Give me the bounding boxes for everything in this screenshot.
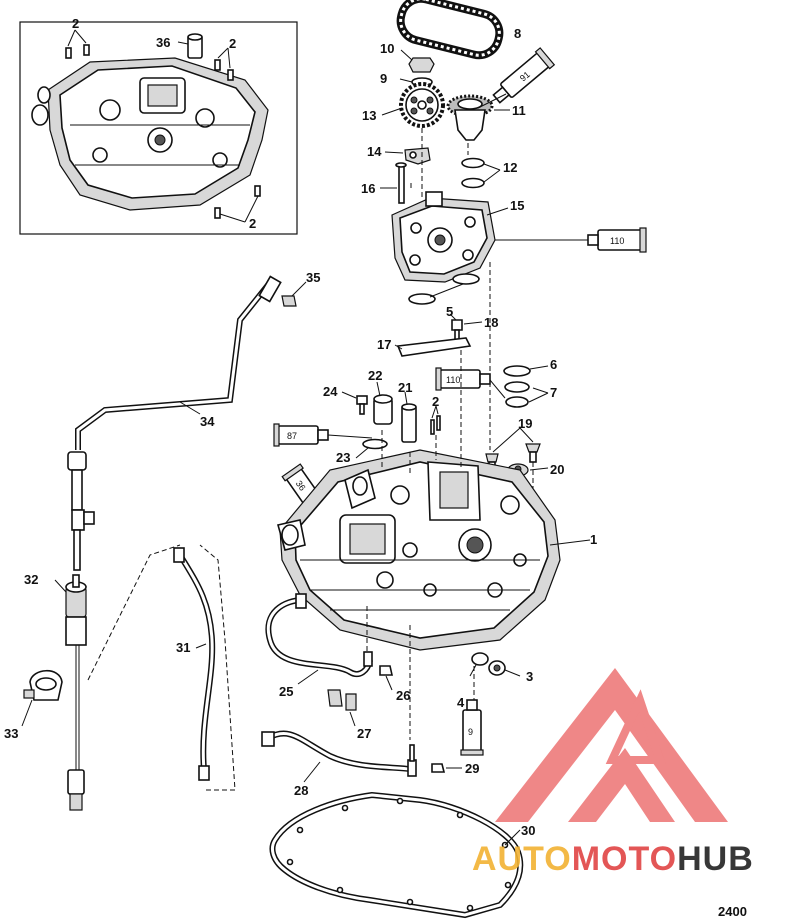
callout-2-inset-right: 2: [229, 36, 236, 51]
hoses: [87, 544, 462, 791]
seals-and-tube-110: 110: [435, 365, 549, 408]
main-housing: [277, 262, 591, 740]
gear: [446, 94, 510, 141]
callout-25: 25: [279, 684, 293, 699]
callout-15: 15: [510, 198, 524, 213]
svg-text:AUTOMOTOHUB: AUTOMOTOHUB: [472, 840, 754, 878]
callout-33: 33: [4, 726, 18, 741]
callout-7: 7: [550, 385, 557, 400]
callout-22: 22: [368, 368, 382, 383]
callout-24: 24: [323, 384, 338, 399]
callout-35: 35: [306, 270, 320, 285]
tube-91-label: 91: [518, 69, 532, 83]
callout-29: 29: [465, 761, 479, 776]
watermark-moto: MOTO: [572, 840, 677, 878]
callout-23: 23: [336, 450, 350, 465]
callout-19: 19: [518, 416, 532, 431]
watermark-logo-mark: [495, 668, 728, 822]
callout-2-main: 2: [432, 394, 439, 409]
cover-plate: [394, 337, 472, 357]
callout-1: 1: [590, 532, 597, 547]
callout-labels: 1 2 2 2 2 3 4 5 6 7 8 9 10 11 12 13 14 1…: [4, 16, 597, 838]
timing-belt: [396, 0, 504, 60]
callout-10: 10: [380, 41, 394, 56]
inset-view: [19, 21, 298, 235]
tube-36-label: 36: [294, 479, 308, 493]
callout-32: 32: [24, 572, 38, 587]
callout-6: 6: [550, 357, 557, 372]
diagram-number: 2400: [718, 904, 747, 919]
callout-11: 11: [512, 103, 526, 118]
callout-28: 28: [294, 783, 308, 798]
tube-9-label: 9: [468, 727, 473, 737]
callout-4: 4: [457, 695, 465, 710]
callout-17: 17: [377, 337, 391, 352]
tube-110-label-upper: 110: [610, 236, 624, 246]
callout-3: 3: [526, 669, 533, 684]
callout-21: 21: [398, 380, 412, 395]
nut-washer: [399, 49, 435, 87]
watermark-hub: HUB: [677, 840, 754, 878]
callout-26: 26: [396, 688, 410, 703]
sprocket: [381, 82, 445, 128]
washers-and-tube-9: 9: [460, 652, 521, 756]
callout-9: 9: [380, 71, 387, 86]
callout-36: 36: [156, 35, 170, 50]
callout-16: 16: [361, 181, 375, 196]
callout-2-inset-top: 2: [72, 16, 79, 31]
watermark: AUTOMOTOHUB: [472, 668, 754, 878]
callout-31: 31: [176, 640, 190, 655]
callout-34: 34: [200, 414, 215, 429]
sensor-assembly: [21, 275, 307, 811]
gasket: [269, 791, 524, 919]
tube-87-label: 87: [287, 431, 297, 441]
callout-8: 8: [514, 26, 521, 41]
callout-2-inset-bottom: 2: [249, 216, 256, 231]
tensioner: [380, 147, 431, 204]
o-rings: [461, 157, 501, 189]
tube-110-label-lower: 110: [446, 375, 460, 385]
callout-12: 12: [503, 160, 517, 175]
fittings-left: 87: [273, 381, 441, 459]
callout-18: 18: [484, 315, 498, 330]
sealant-tube-110-upper: 110: [495, 227, 647, 253]
oil-pump: [391, 128, 509, 305]
callout-14: 14: [367, 144, 382, 159]
callout-27: 27: [357, 726, 371, 741]
callout-13: 13: [362, 108, 376, 123]
sealant-tube-91: 91: [477, 47, 556, 109]
watermark-auto: AUTO: [472, 840, 572, 878]
callout-5: 5: [446, 304, 453, 319]
callout-20: 20: [550, 462, 564, 477]
callout-30: 30: [521, 823, 535, 838]
